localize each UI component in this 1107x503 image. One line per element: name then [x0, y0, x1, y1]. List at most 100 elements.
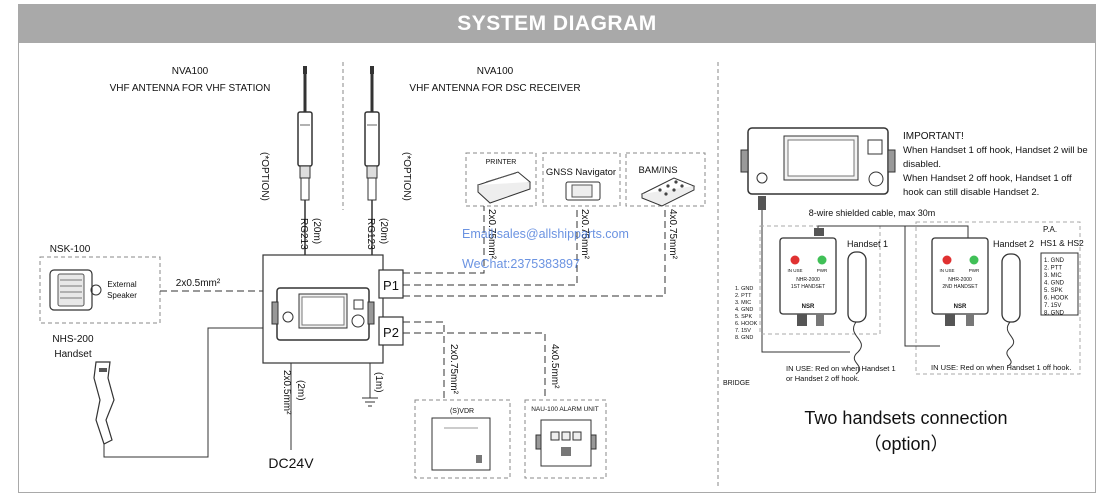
handset1-inuse-line-2: or Handset 2 off hook.: [786, 374, 860, 383]
vdr-cable: [403, 321, 445, 400]
antenna-dsc: [364, 66, 380, 255]
antenna-vhf: [297, 66, 313, 255]
radio-connector: [758, 196, 766, 210]
antenna-vhf-desc: VHF ANTENNA FOR VHF STATION: [110, 83, 271, 94]
speaker-model: NSK-100: [50, 244, 91, 255]
radio-to-handset1-cable: [761, 210, 850, 353]
handset1-inuse-line-1: IN USE: Red on when Handset 1: [786, 364, 896, 373]
printer-label: PRINTER: [486, 159, 517, 166]
pin-right-4: 4. GND: [1044, 281, 1065, 287]
bam-cable: [403, 206, 666, 297]
handset2-title: Handset 2: [993, 239, 1034, 249]
gnss-label: GNSS Navigator: [546, 167, 616, 178]
handset2-lamp-pwr: PWR: [969, 268, 980, 273]
pin-left-2: 2. PTT: [735, 293, 752, 299]
caption-option: （option）: [863, 434, 948, 454]
vdr-icon: [431, 417, 491, 471]
pin-right-6: 6. HOOK: [1044, 296, 1068, 302]
handset1-phone-icon: [847, 251, 867, 375]
important-line-1: When Handset 1 off hook, Handset 2 will …: [903, 145, 1088, 156]
antenna-dsc-cable-length: (20m): [378, 218, 389, 244]
handset2-brand: NSR: [954, 304, 967, 310]
handset2-inuse-line-1: IN USE: Red on when Handset 1 off hook.: [931, 363, 1071, 372]
pa-hs-label: HS1 & HS2: [1040, 238, 1084, 248]
gnss-icon: [565, 181, 601, 201]
port-p1-label: P1: [383, 278, 399, 293]
pin-right-3: 3. MIC: [1044, 273, 1062, 279]
alarm-unit-icon: [535, 419, 597, 467]
vdr-box: [414, 399, 511, 479]
handset2-box: [931, 237, 989, 326]
pin-right-7: 7. 15V: [1044, 303, 1061, 309]
important-line-2: disabled.: [903, 159, 941, 170]
pa-pin-box: [1040, 252, 1079, 316]
page-title: SYSTEM DIAGRAM: [19, 5, 1095, 43]
printer-cable-label: 2x0.75mm²: [486, 209, 497, 260]
shielded-cable-label: 8-wire shielded cable, max 30m: [809, 208, 936, 218]
pin-left-5: 5. SPK: [735, 314, 752, 320]
speaker-icon: [49, 269, 102, 311]
handset2-area: [915, 221, 1081, 375]
watermark-wechat: WeChat:2375383897: [462, 257, 580, 271]
ground-cable-length: (1m): [373, 372, 384, 393]
gnss-cable: [403, 206, 578, 286]
handset1-lamp-pwr: PWR: [817, 268, 828, 273]
power-label: DC24V: [268, 455, 314, 471]
antenna-dsc-cable-type: RG123: [365, 218, 376, 250]
handset2-phone-icon: [1001, 253, 1021, 367]
pin-right-1: 1. GND: [1044, 258, 1065, 264]
pin-left-6: 6. HOOK: [735, 321, 758, 327]
handset2-model-2: 2ND HANDSET: [942, 284, 977, 290]
handset1-box: [779, 237, 837, 326]
speaker-cable-label: 2x0.5mm²: [176, 278, 221, 289]
ground-icon: [362, 397, 378, 407]
pin-right-8: 8. GND: [1044, 311, 1065, 317]
radio-unit-right: [740, 127, 896, 195]
alarm-cable: [403, 332, 546, 400]
handset-cable: [103, 327, 263, 458]
printer-box: [465, 152, 537, 207]
handset2-model: NHR-2000: [948, 277, 972, 283]
antenna-vhf-option: (*OPTION): [259, 152, 270, 201]
handset-model: NHS-200: [52, 334, 94, 345]
speaker-label-2: Speaker: [107, 291, 137, 300]
alarm-label: NAU-100 ALARM UNIT: [531, 406, 599, 413]
bam-icon: [640, 177, 696, 207]
handset1-model-2: 1ST HANDSET: [791, 284, 825, 290]
port-p2: [378, 316, 404, 346]
antenna-vhf-cable-length: (20m): [311, 218, 322, 244]
pin-left-7: 7. 15V: [735, 328, 751, 334]
handset1-lamp-inuse: IN USE: [787, 268, 802, 273]
bam-box: [625, 152, 706, 207]
important-line-3: When Handset 2 off hook, Handset 1 off: [903, 173, 1072, 184]
pin-left-8: 8. GND: [735, 335, 753, 341]
vdr-label: (S)VDR: [450, 408, 474, 415]
handset2-lamp-inuse: IN USE: [939, 268, 954, 273]
handset-label: Handset: [54, 349, 91, 360]
important-line-4: hook can still disable Handset 2.: [903, 187, 1039, 198]
power-cable-type: 2x0.5mm²: [281, 370, 292, 415]
speaker-label-1: External: [107, 280, 137, 289]
port-p1: [378, 269, 404, 299]
printer-cable: [403, 206, 485, 274]
bam-cable-label: 4x0.75mm²: [667, 209, 678, 260]
handset-icon: [93, 361, 115, 445]
handset1-title: Handset 1: [847, 239, 888, 249]
alarm-box: [524, 399, 607, 479]
power-cable-length: (2m): [295, 380, 306, 401]
pa-label: P.A.: [1043, 225, 1057, 234]
port-p2-label: P2: [383, 325, 399, 340]
speaker-box: [39, 256, 161, 324]
caption-title: Two handsets connection: [804, 408, 1007, 428]
antenna-vhf-cable-type: RG213: [298, 218, 309, 250]
bridge-label: BRIDGE: [723, 380, 750, 387]
handset1-brand: NSR: [802, 304, 815, 310]
vdr-cable-label: 2x0.75mm²: [448, 344, 459, 395]
pin-left-3: 3. MIC: [735, 300, 751, 306]
handset1-model: NHR-2000: [796, 277, 820, 283]
main-vhf-unit: [262, 254, 384, 364]
pin-right-5: 5. SPK: [1044, 288, 1063, 294]
pin-left-4: 4. GND: [735, 307, 753, 313]
antenna-vhf-model: NVA100: [172, 66, 209, 77]
